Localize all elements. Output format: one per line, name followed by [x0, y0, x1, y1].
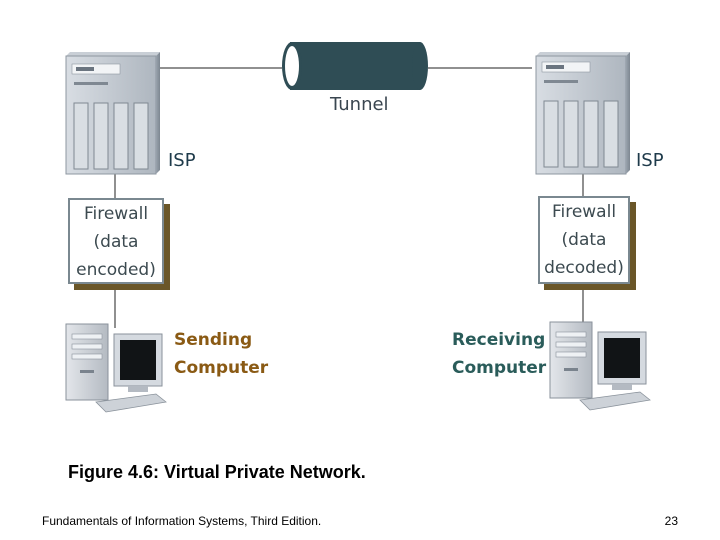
sending-computer-icon [65, 323, 167, 413]
firewall-left-box: Firewall (data encoded) [68, 198, 164, 284]
sending-computer-line-2: Computer [174, 358, 269, 378]
page-number: 23 [664, 514, 678, 528]
tunnel-label: Tunnel [330, 94, 389, 115]
firewall-right-box: Firewall (data decoded) [538, 196, 630, 284]
firewall-right-line-3: decoded) [544, 258, 624, 278]
firewall-left-line-1: Firewall [83, 204, 149, 224]
firewall-right-line-1: Firewall [551, 202, 617, 222]
firewall-right-line-2: (data [561, 230, 607, 250]
sending-computer-label: Sending Computer [174, 326, 268, 382]
figure-caption: Figure 4.6: Virtual Private Network. [68, 462, 366, 482]
firewall-left-line-3: encoded) [76, 260, 156, 280]
receiving-computer-icon [549, 321, 651, 411]
isp-server-right-icon [535, 52, 630, 175]
connection-lines [114, 67, 584, 328]
sending-computer-line-1: Sending [174, 330, 253, 350]
receiving-computer-line-2: Computer [452, 358, 547, 378]
isp-left-label: ISP [168, 150, 196, 171]
firewall-left-line-2: (data [93, 232, 139, 252]
receiving-computer-label: Receiving Computer [452, 326, 546, 382]
footer-source: Fundamentals of Information Systems, Thi… [42, 514, 322, 528]
receiving-computer-line-1: Receiving [452, 330, 546, 350]
tunnel-icon [282, 42, 428, 90]
isp-server-left-icon [65, 52, 160, 175]
isp-right-label: ISP [636, 150, 664, 171]
